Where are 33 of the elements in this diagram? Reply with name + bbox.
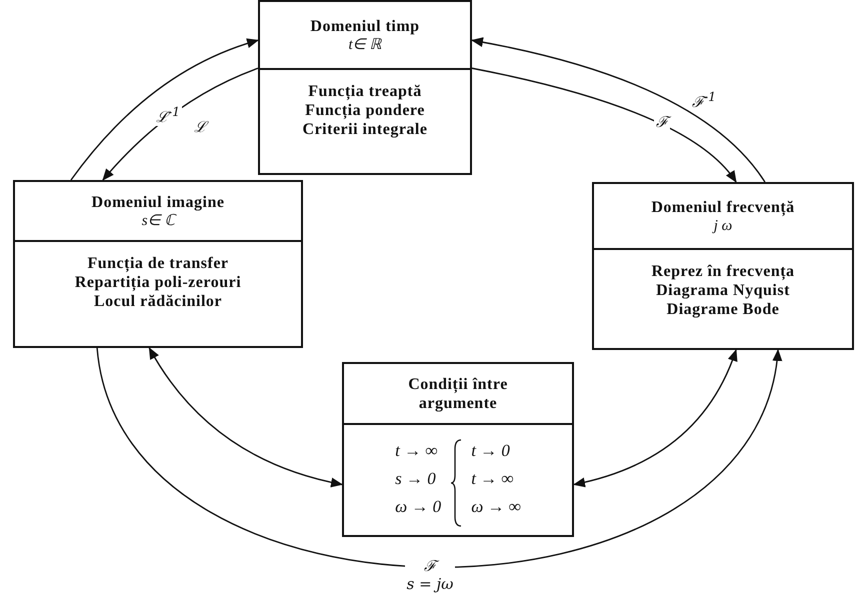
limit-condition: t → 0 (471, 440, 511, 462)
edge-label: ℱ (654, 113, 670, 131)
limit-condition: t → ∞ (395, 440, 439, 462)
domain-title: Domeniul frecvență (651, 198, 795, 216)
domain-variable: j ω (714, 216, 732, 234)
method-item: Diagrama Nyquist (656, 281, 790, 300)
limit-condition: ω → ∞ (471, 496, 521, 518)
domain-box (258, 0, 472, 175)
domain-title: Condiții între argumente (407, 374, 509, 412)
domain-title: Domeniul imagine (92, 192, 224, 212)
domain-box (342, 362, 574, 537)
method-item: Reprez în frecvența (651, 262, 795, 281)
method-item: Criterii integrale (302, 120, 428, 139)
edge-label: ℱ s = jω (404, 557, 456, 593)
domain-variable: t∈ ℝ (348, 36, 382, 54)
transform-arrow (70, 38, 259, 180)
method-item: Funcția de transfer (87, 254, 229, 273)
domain-variable: s∈ ℂ (142, 212, 174, 230)
limit-condition: t → ∞ (471, 468, 515, 490)
transform-arrow (573, 349, 737, 487)
limit-condition: ω → 0 (395, 496, 442, 518)
domain-box (592, 182, 854, 350)
transform-arrow (148, 347, 343, 488)
method-item: Repartiția poli-zerouri (74, 273, 242, 292)
method-item: Funcția treaptă (308, 82, 422, 101)
method-item: Diagrame Bode (666, 300, 780, 319)
transform-arrow (472, 68, 737, 183)
method-item: Locul rădăcinilor (94, 292, 222, 311)
domain-title: Domeniul timp (310, 16, 420, 36)
method-item: Funcția pondere (305, 101, 425, 120)
domain-box (13, 180, 303, 348)
limit-condition: s → 0 (395, 468, 437, 490)
transform-arrow (471, 37, 766, 182)
